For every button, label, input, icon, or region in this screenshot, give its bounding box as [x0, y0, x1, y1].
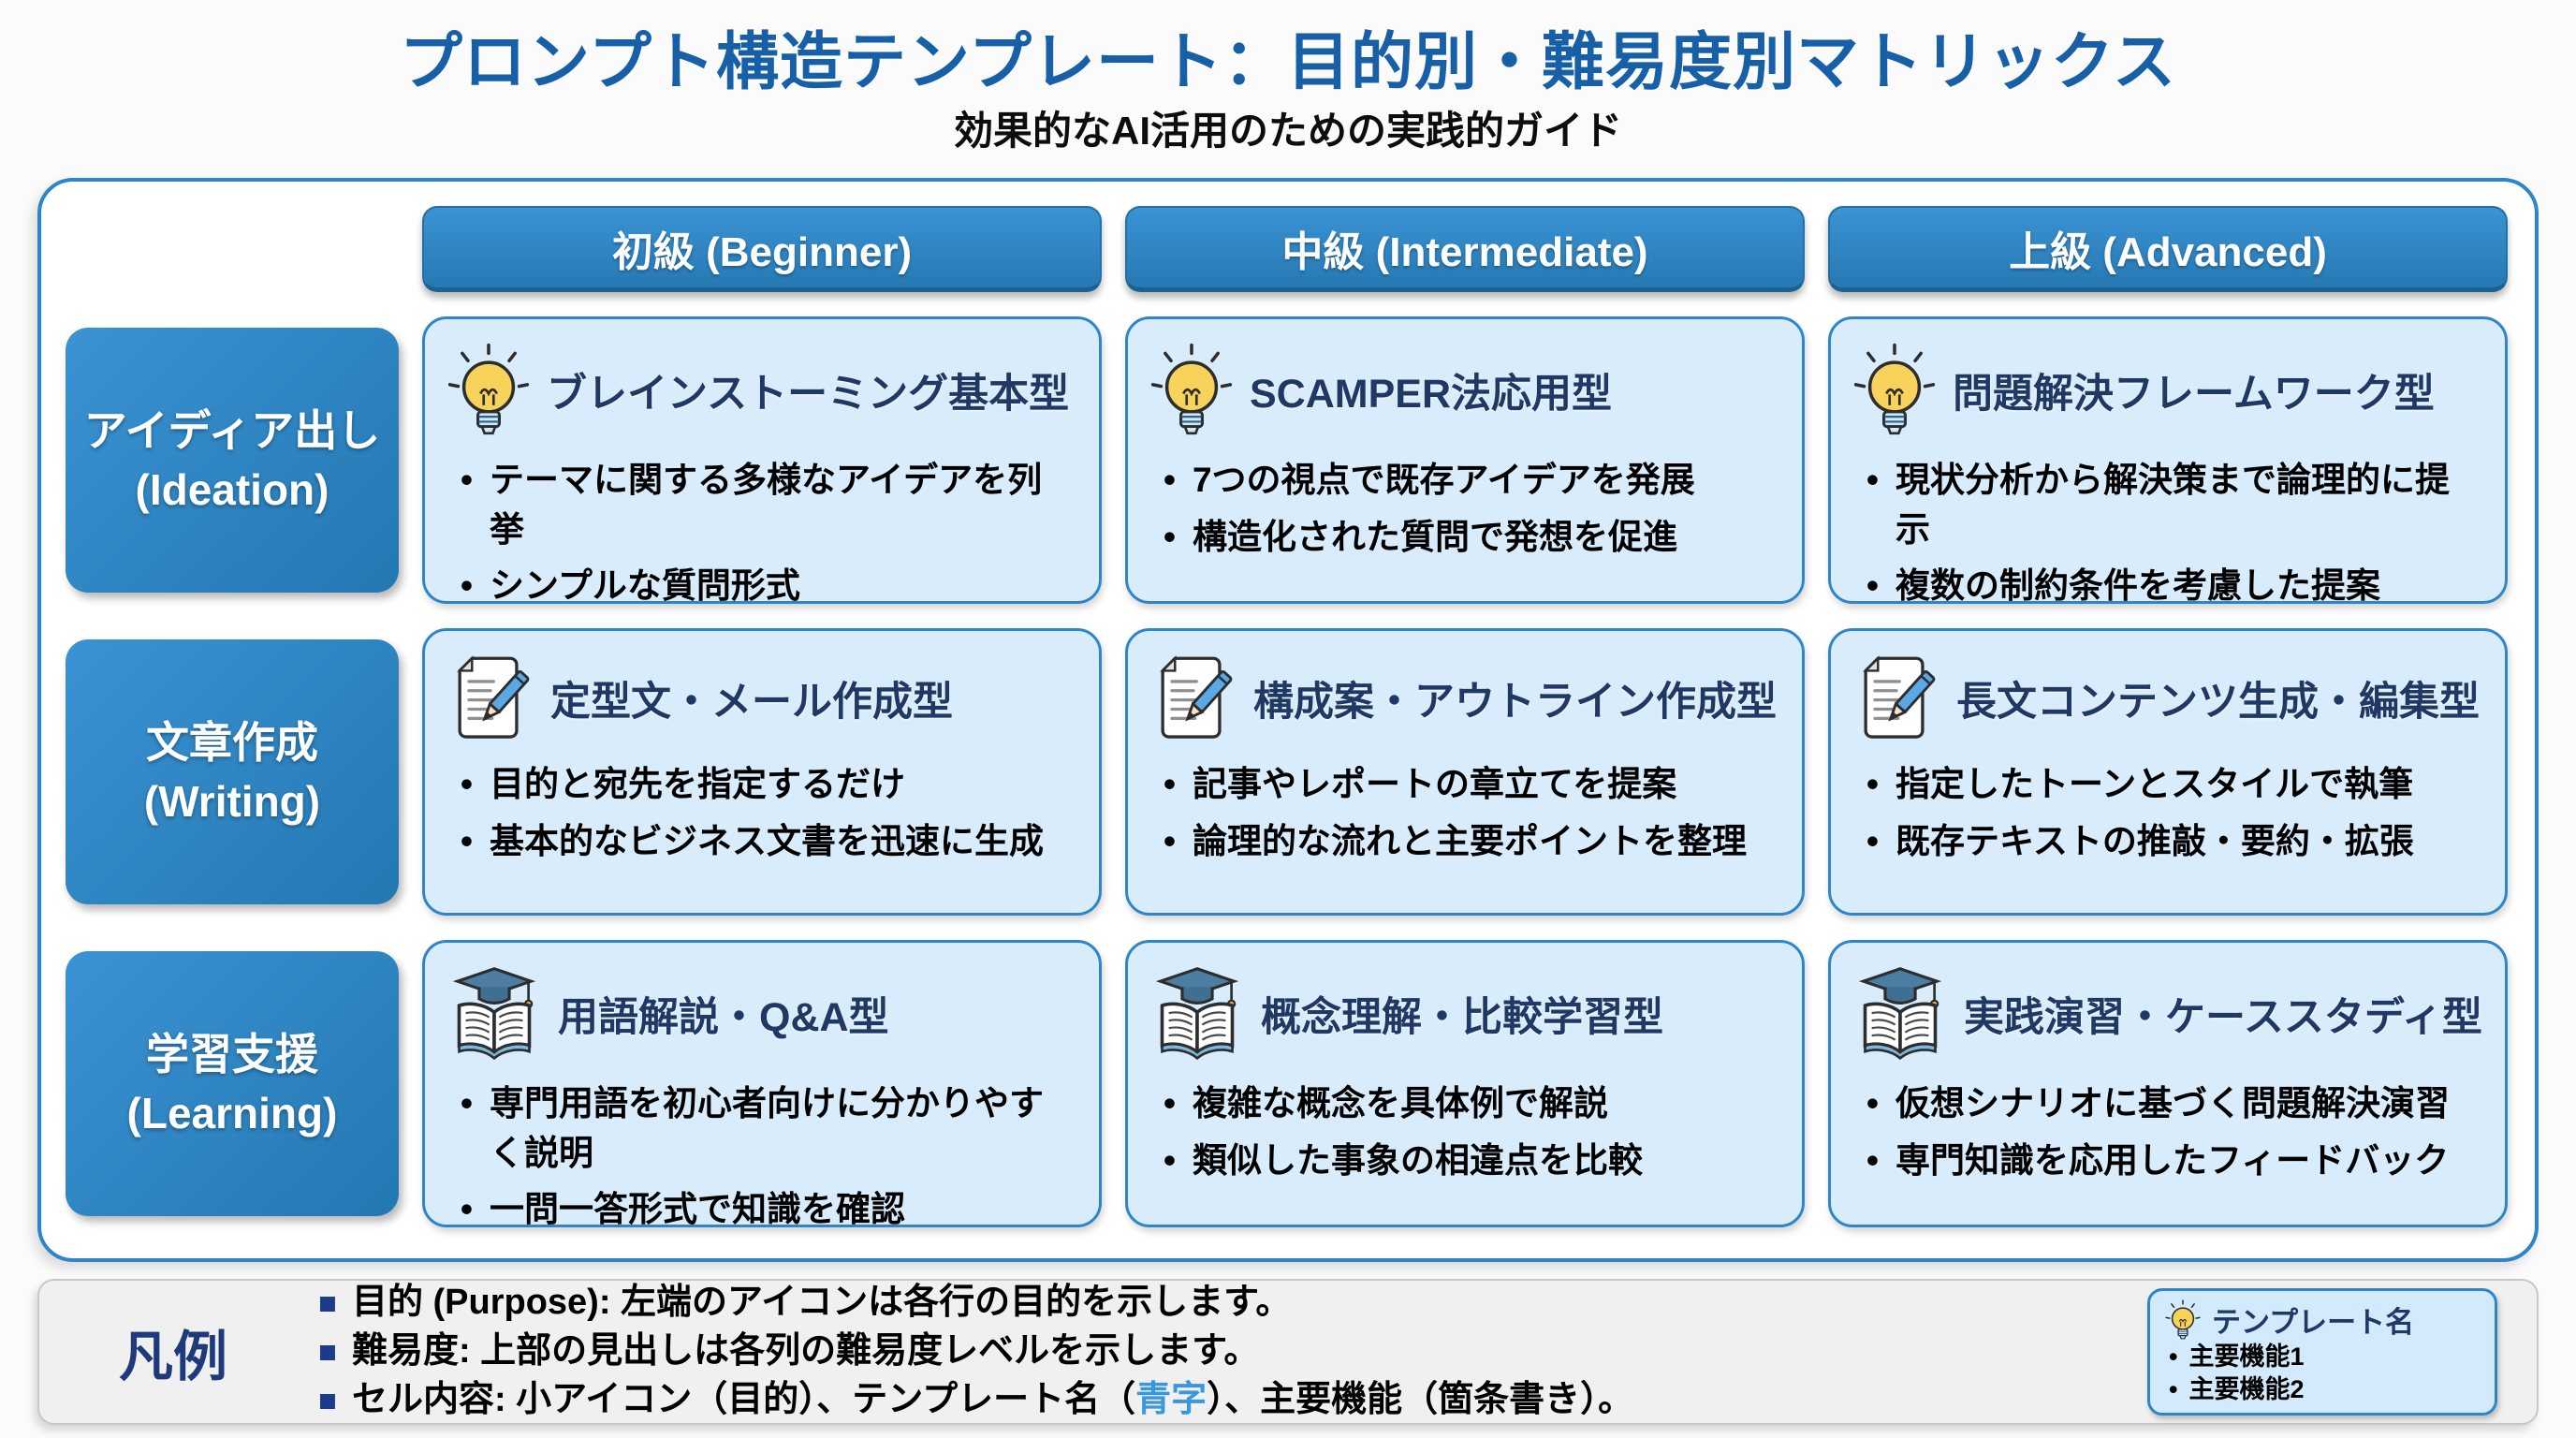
- legend-title: 凡例: [118, 1327, 227, 1387]
- template-title: 概念理解・比較学習型: [1261, 995, 1663, 1040]
- row-label-en: (Ideation): [135, 464, 329, 514]
- cell-learning-advanced: 実践演習・ケーススタディ型 仮想シナリオに基づく問題解決演習 専門知識を応用した…: [1828, 940, 2508, 1227]
- row-header-ideation: アイディア出し (Ideation): [66, 328, 399, 593]
- cell-writing-advanced: 長文コンテンツ生成・編集型 指定したトーンとスタイルで執筆 既存テキストの推敲・…: [1828, 628, 2508, 916]
- column-header-label: 上級 (Advanced): [2009, 228, 2327, 275]
- legend-item-difficulty: 難易度: 上部の見出しは各列の難易度レベルを示します。: [318, 1329, 2147, 1374]
- matrix-panel: 初級 (Beginner) 中級 (Intermediate) 上級 (Adva…: [37, 178, 2539, 1262]
- document-pencil-icon: [1150, 653, 1237, 743]
- graduation-book-icon: [447, 965, 541, 1063]
- template-title: 用語解説・Q&A型: [558, 995, 889, 1040]
- cell-learning-intermediate: 概念理解・比較学習型 複雑な概念を具体例で解説 類似した事象の相違点を比較: [1125, 940, 1805, 1227]
- feature-bullet: 複雑な概念を具体例で解説: [1160, 1079, 1779, 1129]
- legend-panel: 凡例 目的 (Purpose): 左端のアイコンは各行の目的を示します。 難易度…: [37, 1279, 2539, 1425]
- feature-bullet: 基本的なビジネス文書を迅速に生成: [457, 817, 1076, 867]
- feature-bullet: 目的と宛先を指定するだけ: [457, 760, 1076, 810]
- feature-bullet: シンプルな質問形式: [457, 562, 1076, 611]
- template-title: 実践演習・ケーススタディ型: [1964, 995, 2482, 1040]
- legend-sample-card: テンプレート名 主要機能1 主要機能2: [2147, 1288, 2497, 1416]
- matrix-corner-spacer: [66, 206, 399, 292]
- cell-writing-intermediate: 構成案・アウトライン作成型 記事やレポートの章立てを提案 論理的な流れと主要ポイ…: [1125, 628, 1805, 916]
- sample-card-title: テンプレート名: [2212, 1306, 2415, 1339]
- row-header-writing: 文章作成 (Writing): [66, 639, 399, 904]
- column-header-advanced: 上級 (Advanced): [1828, 206, 2508, 292]
- column-header-beginner: 初級 (Beginner): [422, 206, 1102, 292]
- blue-text-sample: 青字: [1135, 1379, 1208, 1419]
- feature-bullet: 専門用語を初心者向けに分かりやすく説明: [457, 1079, 1076, 1178]
- page-subtitle: 効果的なAI活用のための実践的ガイド: [953, 109, 1622, 153]
- sample-card-bullet: 主要機能1: [2165, 1341, 2480, 1373]
- feature-bullet: 既存テキストの推敲・要約・拡張: [1863, 817, 2482, 867]
- column-header-intermediate: 中級 (Intermediate): [1125, 206, 1805, 292]
- template-title: 構成案・アウトライン作成型: [1253, 680, 1777, 725]
- document-pencil-icon: [1853, 653, 1939, 743]
- cell-learning-beginner: 用語解説・Q&A型 専門用語を初心者向けに分かりやすく説明 一問一答形式で知識を…: [422, 940, 1102, 1228]
- row-label-ja: アイディア出し: [83, 406, 381, 456]
- column-header-label: 中級 (Intermediate): [1281, 228, 1648, 275]
- feature-bullet: 指定したトーンとスタイルで執筆: [1863, 760, 2482, 810]
- feature-bullet: 論理的な流れと主要ポイントを整理: [1160, 817, 1779, 867]
- feature-bullet: テーマに関する多様なアイデアを列挙: [457, 456, 1076, 554]
- template-title: SCAMPER法応用型: [1250, 372, 1613, 417]
- lightbulb-icon: [1853, 342, 1936, 439]
- row-label-en: (Writing): [143, 776, 321, 826]
- page-title: プロンプト構造テンプレート：目的別・難易度別マトリックス: [400, 27, 2176, 97]
- feature-bullet: 構造化された質問で発想を促進: [1160, 513, 1779, 563]
- column-header-label: 初級 (Beginner): [611, 228, 913, 275]
- cell-ideation-beginner: ブレインストーミング基本型 テーマに関する多様なアイデアを列挙 シンプルな質問形…: [422, 316, 1102, 605]
- feature-bullet: 専門知識を応用したフィードバック: [1863, 1137, 2482, 1186]
- template-title: 長文コンテンツ生成・編集型: [1956, 680, 2480, 725]
- legend-item-cell-contents: セル内容: 小アイコン（目的）、テンプレート名（青字）、主要機能（箇条書き）。: [318, 1378, 2147, 1423]
- lightbulb-icon: [2165, 1299, 2201, 1341]
- feature-bullet: 記事やレポートの章立てを提案: [1160, 760, 1779, 810]
- feature-bullet: 複数の制約条件を考慮した提案: [1863, 562, 2482, 611]
- row-label-ja: 文章作成: [146, 718, 318, 768]
- graduation-book-icon: [1853, 965, 1947, 1063]
- template-title: 定型文・メール作成型: [550, 680, 953, 725]
- cell-ideation-intermediate: SCAMPER法応用型 7つの視点で既存アイデアを発展 構造化された質問で発想を…: [1125, 316, 1805, 604]
- lightbulb-icon: [1150, 342, 1233, 439]
- cell-ideation-advanced: 問題解決フレームワーク型 現状分析から解決策まで論理的に提示 複数の制約条件を考…: [1828, 316, 2508, 605]
- graduation-book-icon: [1150, 965, 1244, 1063]
- legend-item-purpose: 目的 (Purpose): 左端のアイコンは各行の目的を示します。: [318, 1281, 2147, 1326]
- template-title: 問題解決フレームワーク型: [1953, 372, 2435, 417]
- feature-bullet: 7つの視点で既存アイデアを発展: [1160, 456, 1779, 506]
- row-label-ja: 学習支援: [146, 1030, 318, 1079]
- feature-bullet: 現状分析から解決策まで論理的に提示: [1863, 456, 2482, 554]
- document-pencil-icon: [447, 653, 534, 743]
- cell-writing-beginner: 定型文・メール作成型 目的と宛先を指定するだけ 基本的なビジネス文書を迅速に生成: [422, 628, 1102, 916]
- feature-bullet: 仮想シナリオに基づく問題解決演習: [1863, 1079, 2482, 1129]
- lightbulb-icon: [447, 342, 530, 439]
- feature-bullet: 一問一答形式で知識を確認: [457, 1185, 1076, 1235]
- legend-items: 目的 (Purpose): 左端のアイコンは各行の目的を示します。 難易度: 上…: [281, 1277, 2147, 1427]
- template-title: ブレインストーミング基本型: [547, 372, 1070, 417]
- sample-card-bullet: 主要機能2: [2165, 1373, 2480, 1406]
- row-label-en: (Learning): [126, 1088, 338, 1137]
- feature-bullet: 類似した事象の相違点を比較: [1160, 1137, 1779, 1186]
- row-header-learning: 学習支援 (Learning): [66, 951, 399, 1216]
